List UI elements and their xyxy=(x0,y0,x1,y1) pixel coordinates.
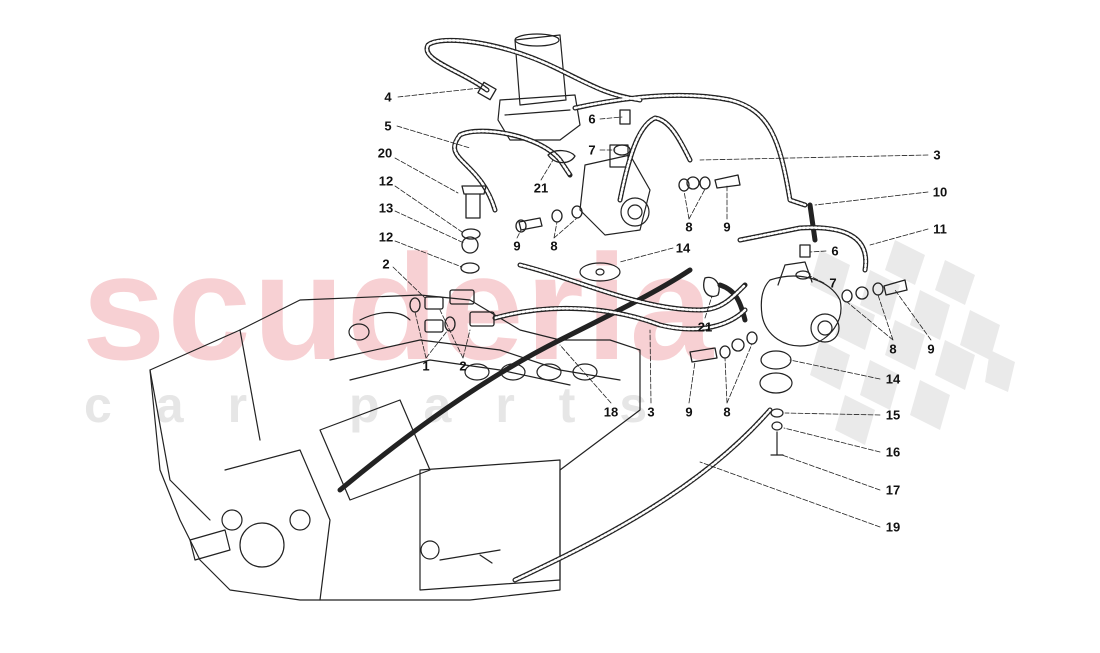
watermark-brand: scuderia xyxy=(82,223,715,391)
callout-20[interactable]: 20 xyxy=(377,145,393,161)
callout-3[interactable]: 3 xyxy=(933,147,941,163)
callout-9[interactable]: 9 xyxy=(723,219,731,235)
oil-pump-housing xyxy=(579,144,651,236)
clip-21-upper xyxy=(547,149,576,164)
callout-21[interactable]: 21 xyxy=(697,319,713,335)
callout-7[interactable]: 7 xyxy=(588,142,596,158)
callout-9[interactable]: 9 xyxy=(927,341,935,357)
checkered-flag-watermark xyxy=(810,240,1015,445)
callout-16[interactable]: 16 xyxy=(885,444,901,460)
gasket-14-upper xyxy=(579,262,621,282)
callout-6[interactable]: 6 xyxy=(831,243,839,259)
callout-6[interactable]: 6 xyxy=(588,111,596,127)
sensor-6-lower xyxy=(799,244,811,258)
leader-lines xyxy=(392,87,932,528)
callout-3[interactable]: 3 xyxy=(647,404,655,420)
callout-8[interactable]: 8 xyxy=(550,238,558,254)
callout-8[interactable]: 8 xyxy=(889,341,897,357)
callout-15[interactable]: 15 xyxy=(885,407,901,423)
callout-7[interactable]: 7 xyxy=(829,275,837,291)
clip-21 xyxy=(703,276,720,298)
callout-4[interactable]: 4 xyxy=(384,89,392,105)
callout-1[interactable]: 1 xyxy=(422,358,430,374)
callout-8[interactable]: 8 xyxy=(685,219,693,235)
fittings xyxy=(409,81,908,363)
callout-12[interactable]: 12 xyxy=(378,173,394,189)
callout-14[interactable]: 14 xyxy=(885,371,901,387)
callout-21[interactable]: 21 xyxy=(533,180,549,196)
watermark-subtitle: car parts xyxy=(84,377,692,433)
callout-10[interactable]: 10 xyxy=(932,184,948,200)
callout-5[interactable]: 5 xyxy=(384,118,392,134)
callout-14[interactable]: 14 xyxy=(675,240,691,256)
callout-13[interactable]: 13 xyxy=(378,200,394,216)
callout-9[interactable]: 9 xyxy=(685,404,693,420)
callout-17[interactable]: 17 xyxy=(885,482,901,498)
oil-filter xyxy=(497,33,581,141)
callout-2[interactable]: 2 xyxy=(459,358,467,374)
callout-8[interactable]: 8 xyxy=(723,404,731,420)
sensor-6-upper xyxy=(619,109,631,125)
callout-2[interactable]: 2 xyxy=(382,256,390,272)
callout-18[interactable]: 18 xyxy=(603,404,619,420)
gasket-14-lower xyxy=(760,350,792,370)
callout-12[interactable]: 12 xyxy=(378,229,394,245)
callout-9[interactable]: 9 xyxy=(513,238,521,254)
callout-11[interactable]: 11 xyxy=(933,221,947,237)
callout-19[interactable]: 19 xyxy=(885,519,901,535)
engine-block xyxy=(149,294,641,601)
